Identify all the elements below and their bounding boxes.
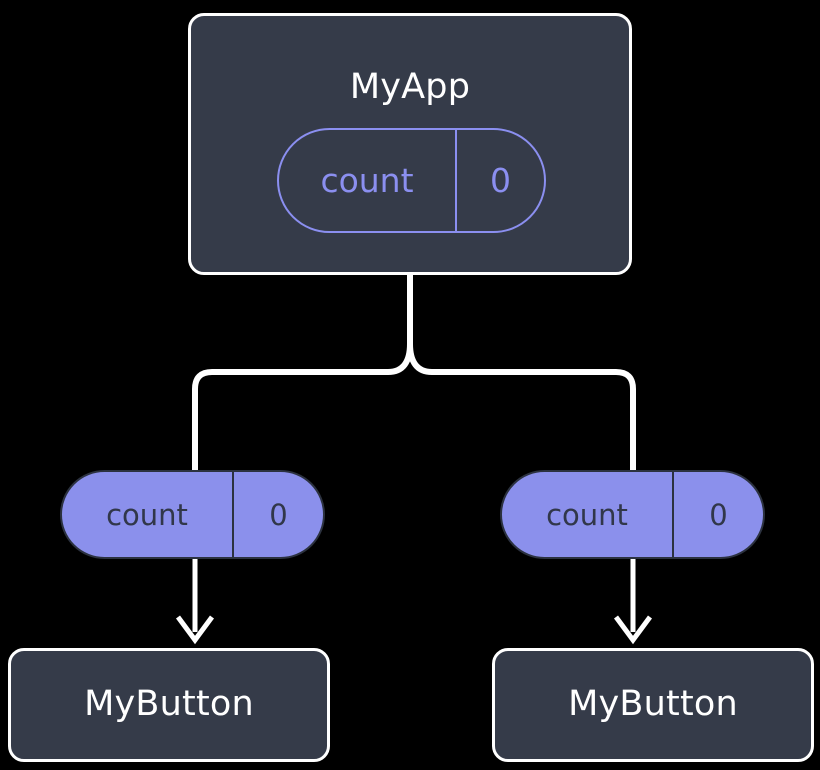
state-pill-right-key: count	[502, 472, 674, 557]
state-pill-left-key: count	[62, 472, 234, 557]
edge-root-to-right-state	[407, 343, 636, 470]
state-pill-right-value: 0	[709, 497, 728, 532]
arrowhead-right-button	[613, 615, 653, 645]
node-mybutton-left-label: MyButton	[84, 684, 254, 724]
edge-root-to-left-state	[192, 343, 413, 470]
arrowhead-left-button	[175, 615, 215, 645]
state-pill-myapp-value: 0	[490, 161, 511, 200]
state-pill-myapp[interactable]: count 0	[277, 128, 546, 233]
node-mybutton-left[interactable]: MyButton	[8, 648, 330, 762]
node-mybutton-right-label: MyButton	[568, 684, 738, 724]
state-pill-left-value: 0	[269, 497, 288, 532]
state-pill-left[interactable]: count 0	[60, 470, 325, 559]
node-myapp-label: MyApp	[349, 67, 471, 107]
state-pill-myapp-key: count	[279, 130, 457, 231]
node-mybutton-right[interactable]: MyButton	[492, 648, 814, 762]
state-pill-right[interactable]: count 0	[500, 470, 765, 559]
